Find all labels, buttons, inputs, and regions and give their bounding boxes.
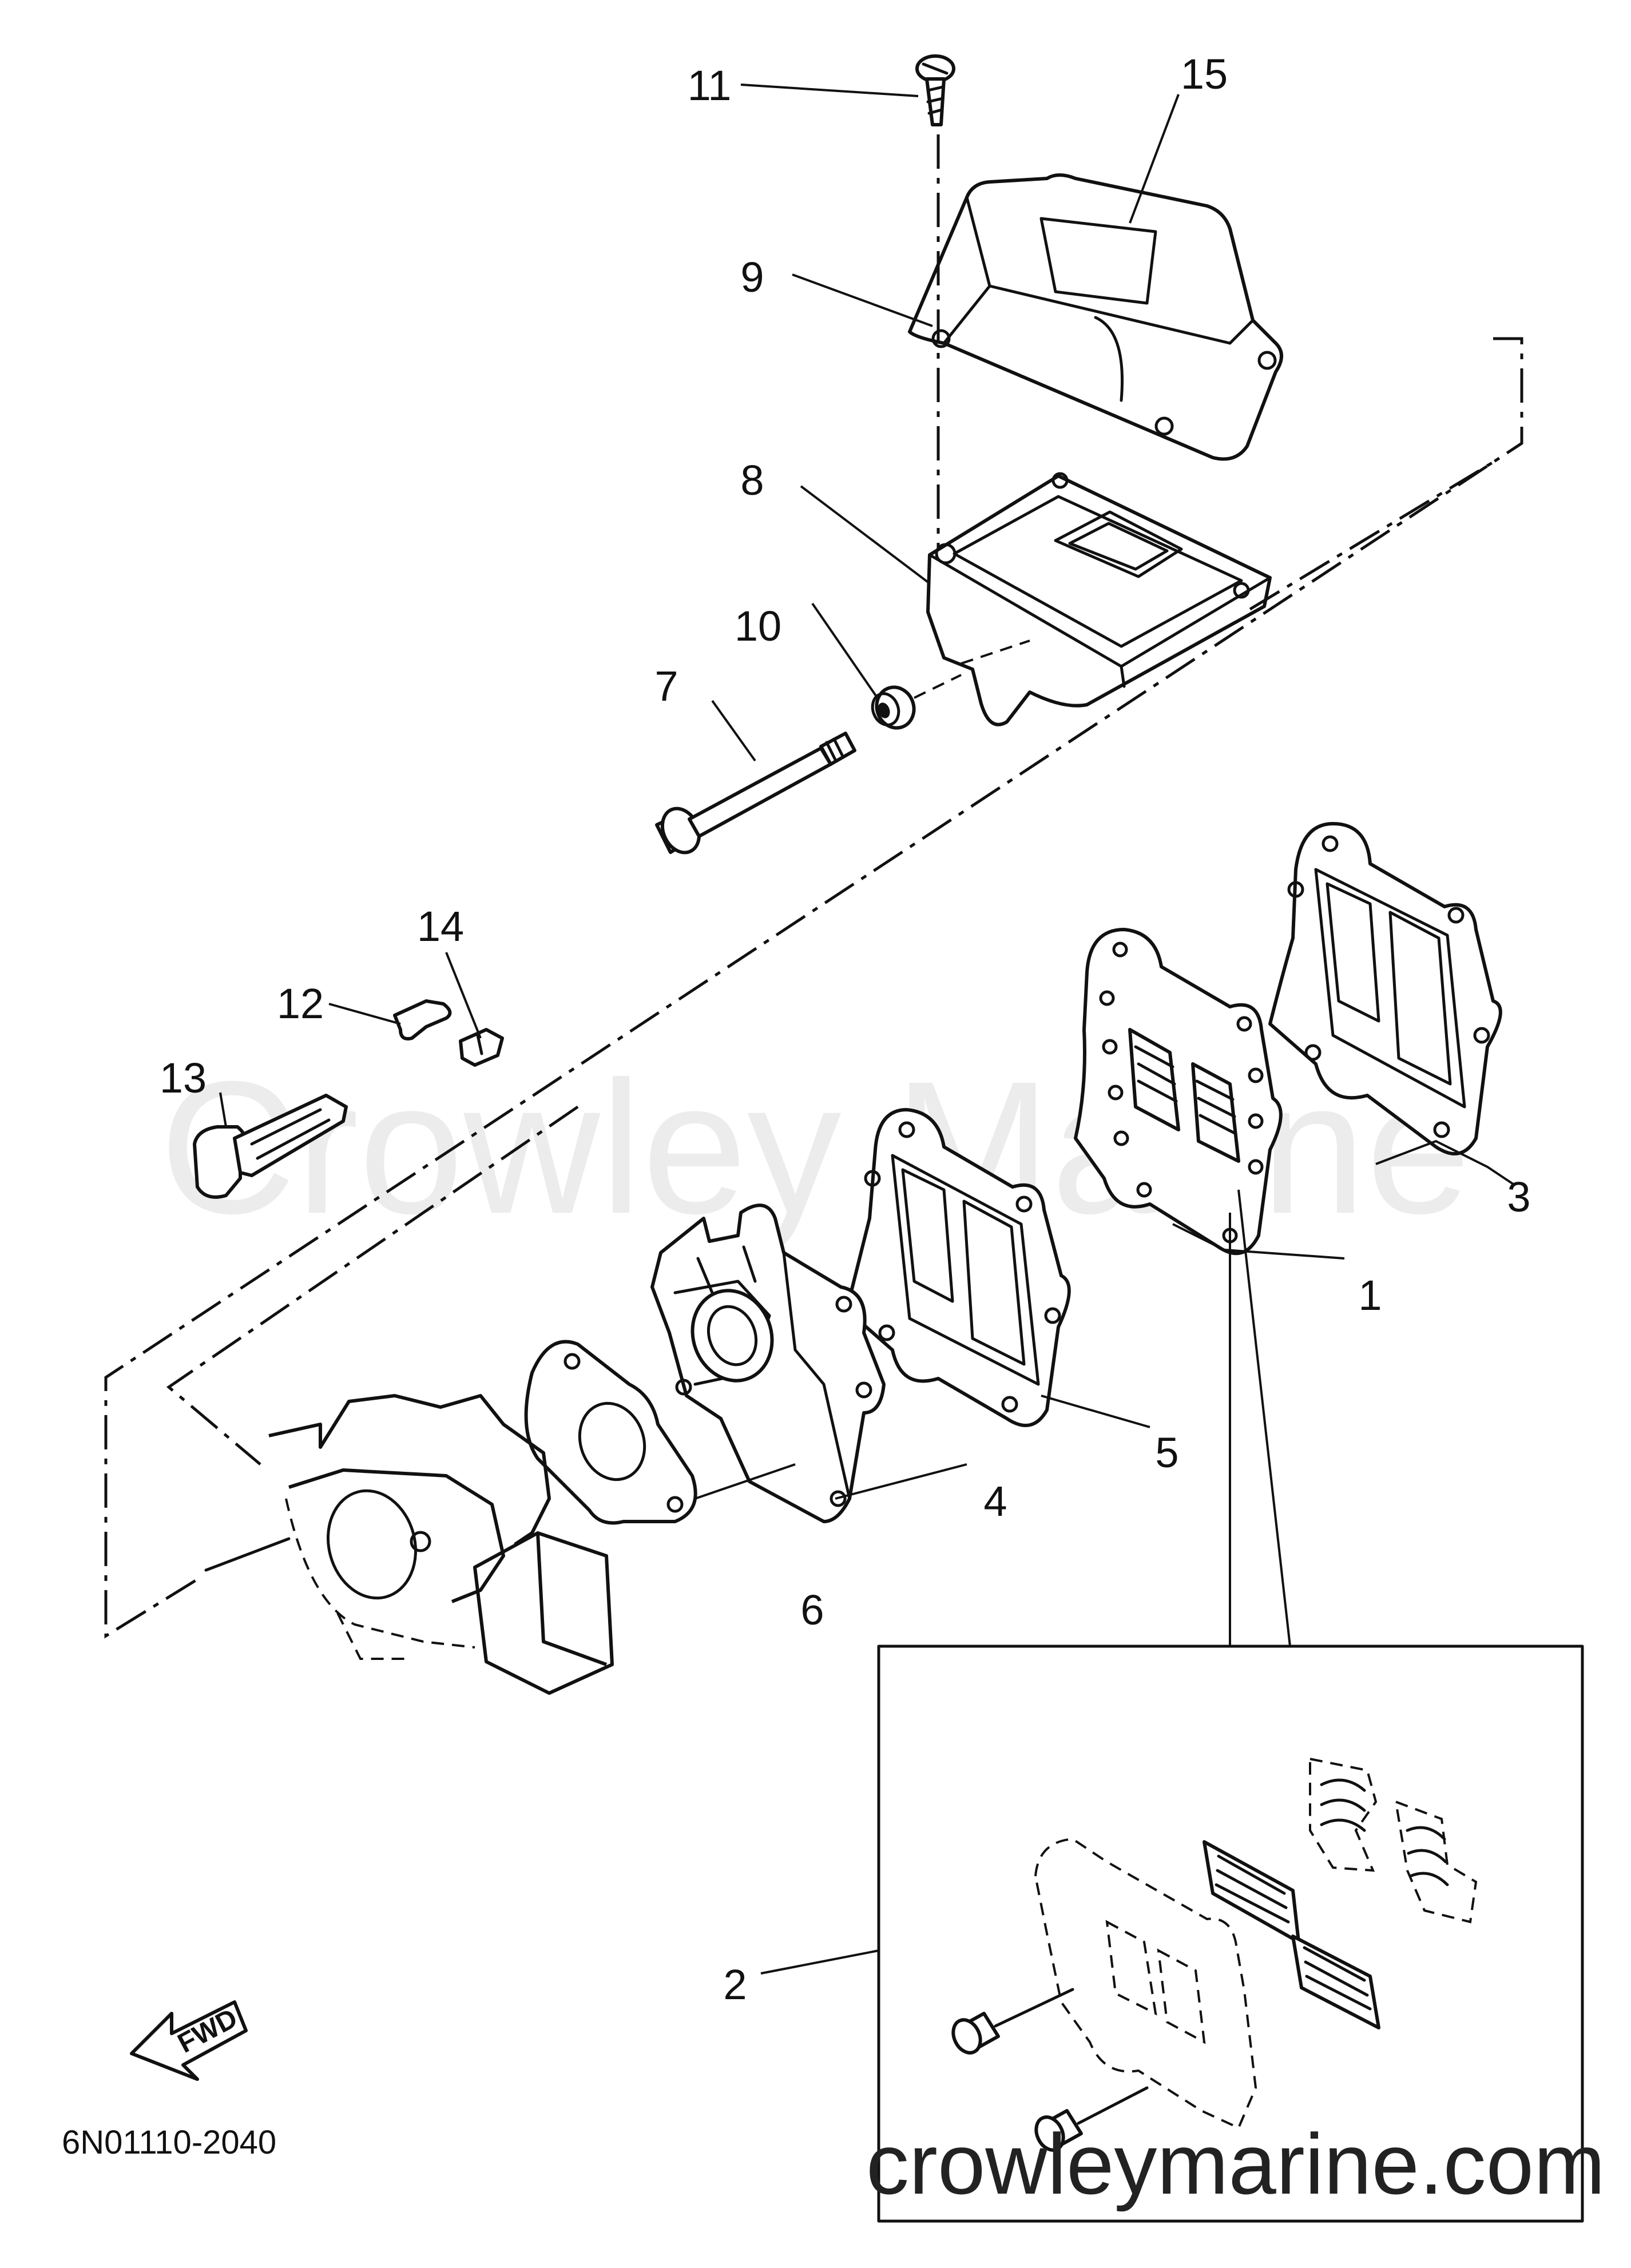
assembly-frame-outer bbox=[104, 337, 1523, 1639]
reed-petals bbox=[1203, 1840, 1380, 2029]
case-guideline bbox=[1249, 460, 1494, 611]
cover-screw bbox=[915, 54, 955, 126]
reed-screw-upper bbox=[951, 1988, 1074, 2055]
small-fitting bbox=[459, 1028, 504, 1067]
callout-4: 4 bbox=[983, 1477, 1007, 1525]
manifold-gasket bbox=[524, 1340, 697, 1525]
hose-clip bbox=[393, 999, 452, 1040]
reed-valve-gasket-5 bbox=[845, 1108, 1071, 1427]
forward-arrow-icon: FWD bbox=[130, 2000, 248, 2081]
watermark-text: Crowley Marine bbox=[160, 1042, 1471, 1254]
callout-14: 14 bbox=[417, 903, 464, 950]
diagram-code: 6N01110-2040 bbox=[62, 2124, 276, 2161]
grommet bbox=[871, 685, 916, 730]
assembly-frame-inner bbox=[166, 1105, 579, 1465]
callout-6: 6 bbox=[800, 1586, 824, 1634]
grommet-axis-line bbox=[914, 674, 962, 699]
intake-silencer-case bbox=[926, 472, 1272, 726]
site-url: crowleymarine.com bbox=[866, 2116, 1605, 2212]
callout-3: 3 bbox=[1507, 1173, 1530, 1221]
callout-5: 5 bbox=[1155, 1429, 1178, 1476]
callout-7: 7 bbox=[654, 662, 678, 710]
reed-valve-gasket-3 bbox=[1268, 822, 1502, 1155]
case-bolt bbox=[655, 732, 856, 855]
choke-knob bbox=[193, 1094, 348, 1199]
inset-leader-lines bbox=[1229, 1189, 1291, 1647]
reed-screw-lower bbox=[1034, 2086, 1149, 2152]
callout-10: 10 bbox=[735, 602, 781, 650]
reed-stoppers-phantom bbox=[1309, 1757, 1478, 1924]
reed-valve-detail-inset bbox=[877, 1189, 1584, 2223]
callout-leaders bbox=[219, 84, 1514, 1975]
reed-valve-assembly bbox=[1074, 928, 1283, 1256]
callout-15: 15 bbox=[1181, 50, 1228, 98]
callout-11: 11 bbox=[688, 62, 732, 109]
engine-block-phantom bbox=[204, 1394, 614, 1695]
callout-13: 13 bbox=[160, 1054, 207, 1102]
callout-9: 9 bbox=[740, 253, 764, 301]
intake-silencer-cover bbox=[908, 173, 1283, 461]
reed-plate-phantom bbox=[1034, 1837, 1257, 2130]
callout-8: 8 bbox=[740, 456, 764, 504]
callout-12: 12 bbox=[277, 980, 324, 1027]
callout-1: 1 bbox=[1358, 1272, 1382, 1319]
intake-manifold bbox=[650, 1203, 886, 1523]
callout-labels: 1 2 3 4 5 6 7 8 9 10 11 12 13 14 15 bbox=[160, 50, 1531, 2008]
callout-2: 2 bbox=[723, 1961, 747, 2008]
